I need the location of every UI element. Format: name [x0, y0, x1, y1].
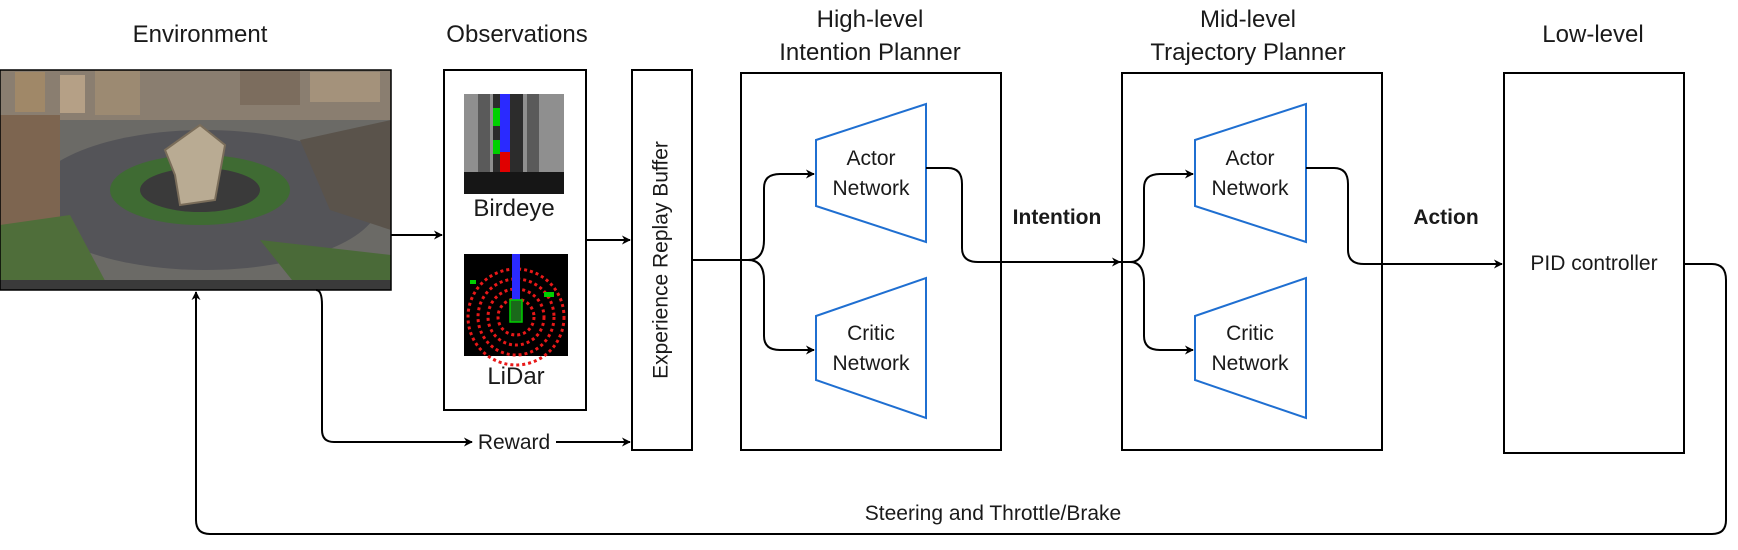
replay-buffer-label: Experience Replay Buffer	[650, 141, 673, 379]
header-low-level: Low-level	[1542, 21, 1643, 48]
pid-controller-box	[1503, 72, 1685, 454]
header-mid-level-2: Trajectory Planner	[1150, 39, 1345, 66]
birdeye-image	[464, 94, 564, 194]
mid-level-critic-network	[1194, 276, 1307, 420]
high-level-critic-label-2: Network	[832, 352, 910, 375]
replay-buffer-box	[631, 69, 693, 451]
lidar-label: LiDar	[487, 363, 544, 390]
action-label: Action	[1413, 206, 1478, 229]
high-level-critic-label-1: Critic	[847, 322, 895, 345]
intention-label: Intention	[1013, 206, 1102, 229]
header-observations: Observations	[446, 21, 587, 48]
reward-label: Reward	[478, 431, 550, 454]
header-mid-level-1: Mid-level	[1200, 6, 1296, 33]
high-level-actor-label-2: Network	[832, 177, 910, 200]
high-level-actor-label-1: Actor	[846, 147, 895, 170]
edge-mid-to-critic	[1129, 261, 1194, 355]
edge-mid-to-actor	[1120, 169, 1194, 263]
edge-high-actor-output	[926, 167, 1121, 267]
mid-level-critic-label-2: Network	[1211, 352, 1289, 375]
high-level-critic-network	[815, 276, 927, 420]
birdeye-label: Birdeye	[473, 195, 554, 222]
environment-image	[0, 70, 391, 290]
header-high-level-2: Intention Planner	[779, 39, 960, 66]
mid-level-critic-label-1: Critic	[1226, 322, 1274, 345]
mid-level-actor-network	[1194, 102, 1307, 244]
edge-buffer-to-high-critic	[747, 259, 815, 355]
lidar-image	[464, 254, 568, 367]
pid-controller-label: PID controller	[1530, 252, 1657, 275]
edge-buffer-to-high-actor	[692, 169, 815, 261]
mid-level-actor-label-2: Network	[1211, 177, 1289, 200]
mid-level-actor-label-1: Actor	[1225, 147, 1274, 170]
high-level-actor-network	[815, 102, 927, 244]
environment-frame	[0, 69, 392, 291]
edge-environment-to-reward	[315, 289, 473, 447]
feedback-label: Steering and Throttle/Brake	[865, 502, 1121, 525]
header-environment: Environment	[133, 21, 268, 48]
header-high-level-1: High-level	[817, 6, 924, 33]
edge-mid-actor-output	[1306, 167, 1503, 269]
edge-pid-feedback	[191, 263, 1727, 535]
